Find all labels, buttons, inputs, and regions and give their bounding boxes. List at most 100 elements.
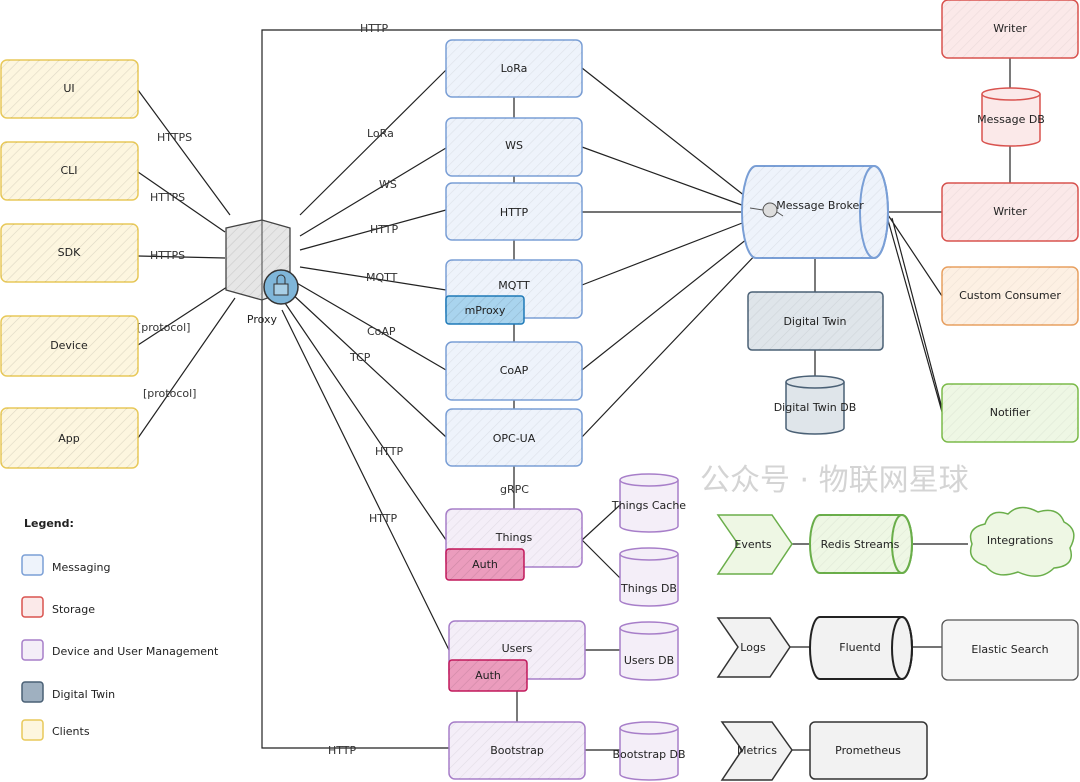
legend-item-storage: Storage xyxy=(21,596,95,618)
writer-1[interactable]: Writer xyxy=(941,0,1079,59)
things-cache-label: Things Cache xyxy=(611,499,686,512)
things-db-label: Things DB xyxy=(620,582,677,595)
digital-twin-db-label: Digital Twin DB xyxy=(774,401,857,414)
legend-label: Digital Twin xyxy=(52,688,115,701)
notifier-label: Notifier xyxy=(990,406,1031,419)
users-db-label: Users DB xyxy=(624,654,674,667)
message-broker[interactable]: Message Broker xyxy=(741,165,889,259)
adapter-http[interactable]: HTTP xyxy=(445,182,583,241)
digital-twin-db[interactable]: Digital Twin DB xyxy=(774,375,857,435)
edge-label-top-http: HTTP xyxy=(360,22,389,35)
proxy-label: Proxy xyxy=(247,313,278,326)
adapter-lora[interactable]: LoRa xyxy=(445,39,583,98)
custom-consumer-label: Custom Consumer xyxy=(959,289,1061,302)
broker-logo-icon xyxy=(749,202,784,218)
edge-label-cli: HTTPS xyxy=(150,191,185,204)
things-label: Things xyxy=(495,531,533,544)
client-label: Device xyxy=(50,339,88,352)
client-app[interactable]: App xyxy=(0,407,139,469)
events[interactable]: Events xyxy=(716,514,793,575)
writer-2[interactable]: Writer xyxy=(941,182,1079,242)
edge-label-lora: LoRa xyxy=(367,127,394,140)
adapter-label: LoRa xyxy=(501,62,528,75)
adapter-label: CoAP xyxy=(500,364,529,377)
adapter-coap[interactable]: CoAP xyxy=(445,341,583,401)
adapter-opcua[interactable]: OPC-UA xyxy=(445,408,583,467)
edge-label-things-http: HTTP xyxy=(375,445,404,458)
legend-item-messaging: Messaging xyxy=(21,554,110,576)
proxy[interactable]: Proxy xyxy=(225,219,299,326)
fluentd[interactable]: Fluentd xyxy=(809,616,913,680)
notifier[interactable]: Notifier xyxy=(941,383,1079,443)
prometheus[interactable]: Prometheus xyxy=(809,721,928,780)
legend: Legend: Messaging Storage Device and Use… xyxy=(21,517,219,741)
lock-icon xyxy=(263,269,299,305)
message-db-label: Message DB xyxy=(977,113,1045,126)
legend-title: Legend: xyxy=(24,517,74,530)
users-label: Users xyxy=(502,642,533,655)
adapter-label: OPC-UA xyxy=(493,432,536,445)
clients: UI CLI SDK Device App xyxy=(0,59,139,469)
edge-label-mqtt: MQTT xyxy=(366,271,398,284)
things-auth[interactable]: Auth xyxy=(445,548,525,581)
legend-label: Storage xyxy=(52,603,95,616)
metrics[interactable]: Metrics xyxy=(720,721,793,781)
client-ui[interactable]: UI xyxy=(0,59,139,119)
logs-label: Logs xyxy=(740,641,766,654)
legend-item-clients: Clients xyxy=(21,719,90,741)
logs[interactable]: Logs xyxy=(716,617,791,678)
edge-label-ui: HTTPS xyxy=(157,131,192,144)
edge-label-users-http: HTTP xyxy=(369,512,398,525)
adapter-label: WS xyxy=(505,139,523,152)
users-db[interactable]: Users DB xyxy=(619,621,679,681)
auth-label: Auth xyxy=(472,558,498,571)
custom-consumer[interactable]: Custom Consumer xyxy=(941,266,1079,326)
edge-label-app: [protocol] xyxy=(143,387,196,400)
bootstrap-db[interactable]: Bootstrap DB xyxy=(612,721,686,781)
connectors xyxy=(137,29,1011,751)
edge-label-http: HTTP xyxy=(370,223,399,236)
users-auth[interactable]: Auth xyxy=(448,659,528,692)
edge-label-ws: WS xyxy=(379,178,397,191)
legend-item-management: Device and User Management xyxy=(21,639,219,661)
legend-label: Clients xyxy=(52,725,90,738)
edge-label-tcp: TCP xyxy=(349,351,371,364)
client-label: UI xyxy=(63,82,74,95)
legend-label: Messaging xyxy=(52,561,110,574)
writer-label: Writer xyxy=(993,22,1027,35)
things-cache[interactable]: Things Cache xyxy=(611,473,686,533)
client-sdk[interactable]: SDK xyxy=(0,223,139,283)
edge-label-device: [protocol] xyxy=(137,321,190,334)
mproxy[interactable]: mProxy xyxy=(445,295,525,325)
watermark: 公众号 · 物联网星球 xyxy=(700,463,969,498)
broker-label: Message Broker xyxy=(776,199,864,212)
auth-label: Auth xyxy=(475,669,501,682)
pipelines: Events Redis Streams Integrations Logs F… xyxy=(716,506,1079,781)
legend-label: Device and User Management xyxy=(52,645,219,658)
redis-streams[interactable]: Redis Streams xyxy=(809,514,913,574)
adapter-label: MQTT xyxy=(498,279,530,292)
digital-twin[interactable]: Digital Twin xyxy=(747,291,884,351)
client-device[interactable]: Device xyxy=(0,315,139,377)
adapter-ws[interactable]: WS xyxy=(445,117,583,177)
elastic-search[interactable]: Elastic Search xyxy=(941,619,1079,681)
client-label: CLI xyxy=(60,164,77,177)
consumers: Writer Message DB Writer Custom Consumer… xyxy=(941,0,1079,443)
things-db[interactable]: Things DB xyxy=(619,547,679,607)
integrations[interactable]: Integrations xyxy=(969,506,1075,577)
digital-twin-label: Digital Twin xyxy=(783,315,846,328)
writer-label: Writer xyxy=(993,205,1027,218)
integrations-label: Integrations xyxy=(987,534,1054,547)
edge-label-sdk: HTTPS xyxy=(150,249,185,262)
legend-item-digital-twin: Digital Twin xyxy=(21,681,115,703)
bootstrap-service[interactable]: Bootstrap xyxy=(448,721,586,780)
message-db[interactable]: Message DB xyxy=(977,87,1045,147)
client-cli[interactable]: CLI xyxy=(0,141,139,201)
adapters: LoRa WS HTTP MQTT mProxy CoAP OPC-UA xyxy=(445,39,583,467)
adapter-label: HTTP xyxy=(500,206,529,219)
edge-label-grpc: gRPC xyxy=(500,483,529,496)
bootstrap-label: Bootstrap xyxy=(490,744,544,757)
edge-label-bootstrap-http: HTTP xyxy=(328,744,357,757)
bootstrap-db-label: Bootstrap DB xyxy=(612,748,685,761)
